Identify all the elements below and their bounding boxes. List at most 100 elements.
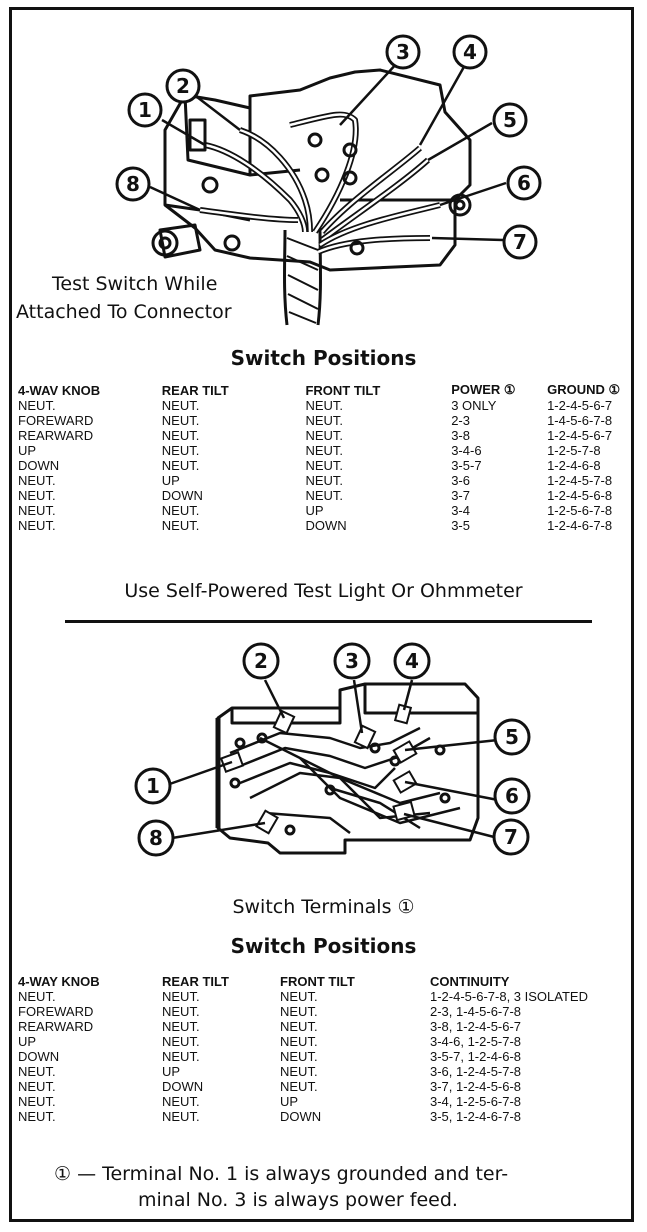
- table-cell: NEUT.: [18, 518, 56, 533]
- callout-5: [492, 102, 528, 138]
- table-cell: 1-2-4-5-6-7: [547, 398, 613, 413]
- table-cell: NEUT.: [280, 1004, 318, 1019]
- callout-label-8: 8: [126, 172, 140, 196]
- callout-label-1: 1: [138, 98, 152, 122]
- terminals-caption: Switch Terminals ①: [232, 896, 415, 918]
- table-cell: NEUT.: [161, 458, 200, 473]
- table-cell: 3-4-6, 1-2-5-7-8: [430, 1034, 522, 1049]
- callout-b-label-6: 6: [505, 784, 519, 808]
- table-cell: 3-6, 1-2-4-5-7-8: [430, 1064, 522, 1079]
- callout-b8: [137, 819, 175, 857]
- table-cell: 3 ONLY: [451, 398, 497, 413]
- table-cell: FOREWARD: [18, 1004, 94, 1019]
- table-cell: NEUT.: [162, 1109, 200, 1124]
- table-cell: DOWN: [18, 1049, 60, 1064]
- table-cell: 1-2-5-7-8: [547, 443, 601, 458]
- table-cell: REARWARD: [18, 428, 94, 443]
- callout-label-4: 4: [463, 40, 477, 64]
- callout-b4: [393, 642, 431, 680]
- table-cell: NEUT.: [280, 1064, 318, 1079]
- table-cell: 2-3: [451, 413, 470, 428]
- table-cell: NEUT.: [305, 413, 344, 428]
- table-cell: DOWN: [18, 458, 60, 473]
- table-cell: NEUT.: [18, 1079, 56, 1094]
- table-cell: UP: [162, 1064, 181, 1079]
- table-cell: NEUT.: [18, 503, 56, 518]
- table1-header-cell: FRONT TILT: [305, 382, 381, 398]
- callout-b-label-7: 7: [504, 825, 518, 849]
- table-cell: 1-2-4-5-6-7-8, 3 ISOLATED: [430, 989, 588, 1004]
- table-cell: NEUT.: [162, 1004, 200, 1019]
- callout-b1: [134, 767, 172, 805]
- table-cell: NEUT.: [161, 413, 200, 428]
- callout-8: [115, 166, 151, 202]
- callout-b3: [333, 642, 371, 680]
- callout-label-6: 6: [517, 171, 531, 195]
- table-cell: UP: [161, 473, 180, 488]
- table-cell: 1-2-5-6-7-8: [547, 503, 613, 518]
- table-cell: NEUT.: [162, 1094, 200, 1109]
- table-row: NEUT. UP NEUT. 3-6, 1-2-4-5-7-8: [18, 1064, 630, 1079]
- table-cell: UP: [18, 443, 37, 458]
- callout-4: [452, 34, 488, 70]
- top-caption-line1: Test Switch While: [52, 273, 218, 295]
- table-cell: NEUT.: [161, 443, 200, 458]
- table-cell: NEUT.: [18, 473, 56, 488]
- table-cell: 3-5, 1-2-4-6-7-8: [430, 1109, 522, 1124]
- table-cell: NEUT.: [280, 1034, 318, 1049]
- switch-terminals-diagram: 2 3 4 5 1 6 7 8: [134, 642, 531, 857]
- terminals: [219, 703, 418, 835]
- callout-b5: [493, 718, 531, 756]
- callout-2: [165, 68, 201, 104]
- callout-b-label-8: 8: [149, 826, 163, 850]
- cable-bundle: [283, 227, 322, 326]
- callout-b6: [493, 777, 531, 815]
- callout-3: [385, 34, 421, 70]
- callout-label-2: 2: [176, 74, 190, 98]
- table-cell: NEUT.: [305, 443, 344, 458]
- footnote-line2: minal No. 3 is always power feed.: [138, 1189, 458, 1211]
- table-cell: NEUT.: [280, 1049, 318, 1064]
- callout-b-label-3: 3: [345, 649, 359, 673]
- table-cell: NEUT.: [18, 1064, 56, 1079]
- table-cell: NEUT.: [305, 458, 344, 473]
- table-cell: 3-5-7: [451, 458, 482, 473]
- table-cell: DOWN: [162, 1079, 204, 1094]
- table-cell: NEUT.: [305, 428, 344, 443]
- table-cell: 1-2-4-6-7-8: [547, 518, 613, 533]
- table-cell: 3-5: [451, 518, 470, 533]
- table1-title: Switch Positions: [230, 346, 417, 370]
- callout-b2: [242, 642, 280, 680]
- table-cell: 1-2-4-5-7-8: [547, 473, 613, 488]
- table-cell: 3-5-7, 1-2-4-6-8: [430, 1049, 522, 1064]
- table1-header-cell: 4-WAV KNOB: [18, 382, 101, 398]
- bottom-callouts: [134, 642, 531, 857]
- table-cell: DOWN: [280, 1109, 322, 1124]
- table-cell: NEUT.: [280, 1079, 318, 1094]
- table-cell: NEUT.: [162, 989, 200, 1004]
- table-cell: UP: [305, 503, 324, 518]
- table-cell: 1-2-4-5-6-8: [547, 488, 613, 503]
- table-cell: UP: [18, 1034, 37, 1049]
- top-caption-line2: Attached To Connector: [14, 301, 234, 323]
- table1-header-cell: POWER ①: [451, 382, 516, 397]
- callout-6: [506, 165, 542, 201]
- callout-label-5: 5: [503, 108, 517, 132]
- top-callouts: [115, 34, 542, 260]
